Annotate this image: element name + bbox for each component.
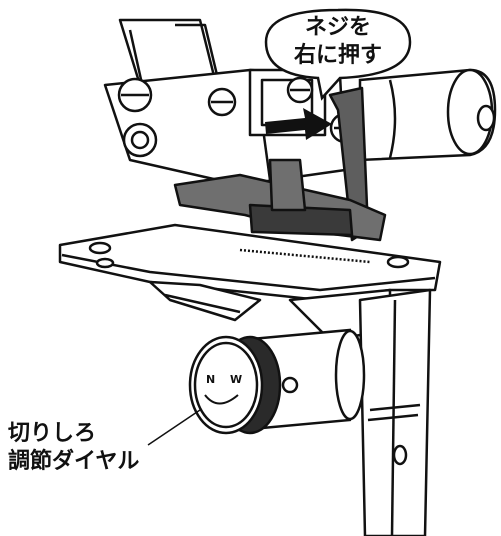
needle-plate [58,223,442,302]
dial-label-line2: 調節ダイヤル [8,448,140,474]
push-screw-line2: 右に押す [293,42,382,68]
right-housing [358,68,497,162]
vertical-pillar [358,288,432,536]
dial-label-line1: 切りしろ [8,421,97,446]
push-screw-callout: ネジを 右に押す [268,14,408,69]
push-screw-line1: ネジを [304,15,371,40]
dial-mark-w: W [230,373,242,386]
gray-presser-foot [173,86,387,242]
dial-callout: 切りしろ 調節ダイヤル [8,420,158,475]
speech-bubble [264,8,412,101]
adjustment-dial: N W [188,328,366,435]
right-arrow-icon [265,108,332,140]
dial-mark-n: N [206,373,215,386]
dial-leader-line [147,409,201,446]
